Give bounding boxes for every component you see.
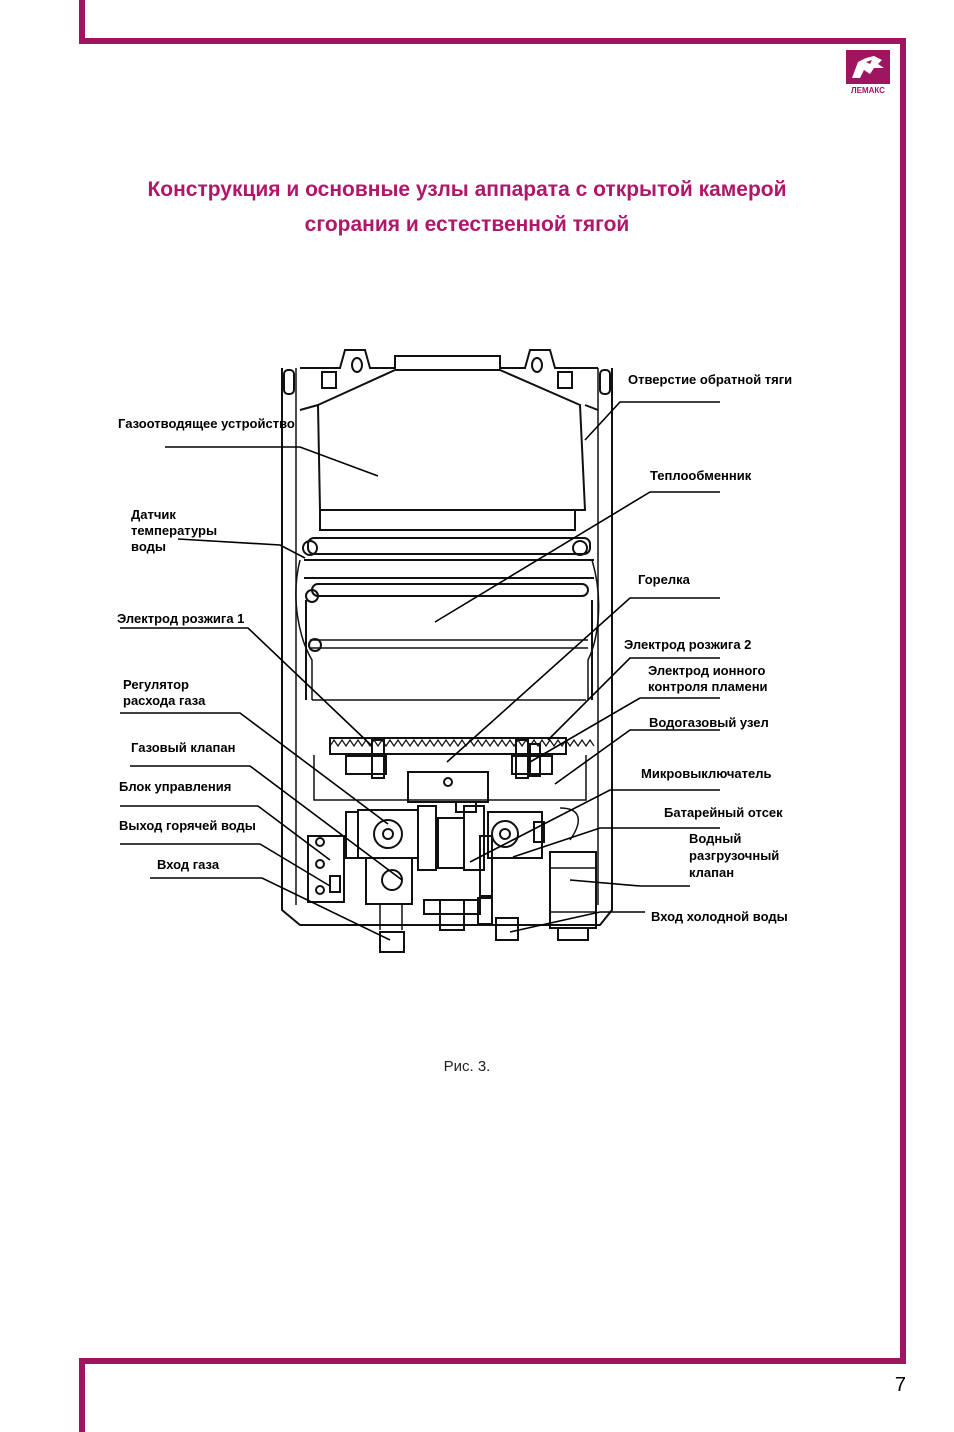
logo-text: ЛЕМАКС (851, 86, 885, 95)
label-ignition-electrode-1: Электрод розжига 1 (117, 611, 245, 626)
label-gas-inlet: Вход газа (157, 857, 220, 872)
frame-left-bottom (79, 1358, 85, 1432)
lemax-logo: ЛЕМАКС (840, 48, 896, 96)
flue-hood (316, 369, 587, 511)
frame-bottom-rule (79, 1358, 906, 1364)
label-hot-water-outlet: Выход горячей воды (119, 818, 256, 833)
label-water-gas-unit: Водогазовый узел (649, 715, 769, 730)
mount-hole-left (351, 357, 364, 373)
label-relief-valve-3: клапан (689, 865, 735, 880)
label-relief-valve-1: Водный (689, 831, 742, 846)
label-control-unit: Блок управления (119, 779, 232, 794)
label-water-temp-sensor-2: температуры (131, 523, 218, 538)
label-water-temp-sensor-1: Датчик (131, 507, 176, 522)
casing-outline (281, 368, 613, 926)
page-title-line2: сгорания и естественной тягой (304, 213, 630, 236)
label-gas-valve: Газовый клапан (131, 740, 236, 755)
figure-caption: Рис. 3. (443, 1058, 491, 1075)
page-title-line1: Конструкция и основные узлы аппарата с о… (147, 178, 787, 201)
label-ion-electrode-2: контроля пламени (648, 679, 768, 694)
label-relief-valve-2: разгрузочный (689, 848, 780, 863)
label-ignition-electrode-2: Электрод розжига 2 (624, 637, 752, 652)
label-ion-electrode-1: Электрод ионного (648, 663, 766, 678)
frame-left-top (79, 0, 85, 44)
label-burner: Горелка (638, 572, 690, 587)
label-gas-regulator-1: Регулятор (123, 677, 189, 692)
frame-top-rule (79, 38, 906, 44)
frame-right (900, 38, 906, 1364)
label-flue-device: Газоотводящее устройство (118, 416, 295, 431)
label-water-temp-sensor-3: воды (131, 539, 166, 554)
label-battery-box: Батарейный отсек (664, 805, 783, 820)
label-back-draft-hole: Отверстие обратной тяги (628, 372, 793, 387)
mount-hole-right (531, 357, 544, 373)
label-cold-water-inlet: Вход холодной воды (651, 909, 788, 924)
label-heat-exchanger: Теплообменник (650, 468, 752, 483)
label-gas-regulator-2: расхода газа (123, 693, 206, 708)
page-number: 7 (894, 1374, 906, 1396)
label-microswitch: Микровыключатель (641, 766, 772, 781)
